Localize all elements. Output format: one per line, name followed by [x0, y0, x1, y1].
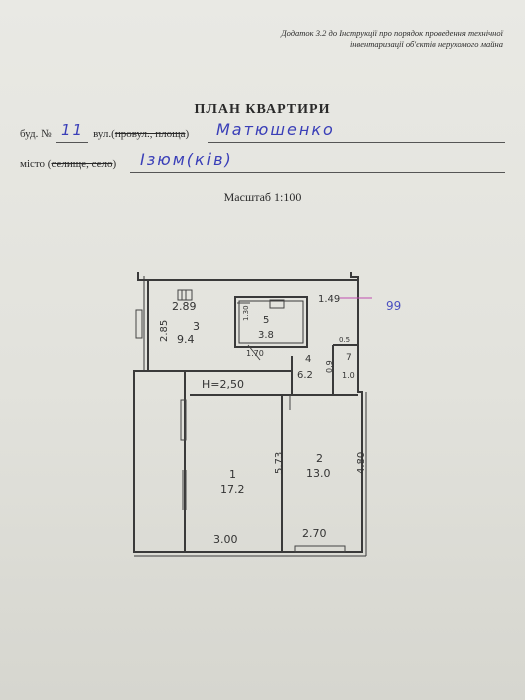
street-label-prefix: вул.( — [93, 128, 115, 140]
dimension-label: 0.5 — [339, 336, 350, 344]
city-label-suffix: ) — [112, 158, 117, 170]
dimension-label: 4.80 — [356, 452, 367, 474]
address-row: буд. № вул.(провул., площа) — [20, 128, 189, 140]
street-label-suffix: ) — [185, 128, 190, 140]
room-number: 5 — [263, 315, 269, 326]
room-area: 3.8 — [258, 330, 274, 341]
window — [177, 289, 193, 301]
door — [247, 344, 261, 361]
bud-label: буд. № — [20, 128, 52, 140]
room-area: 6.2 — [297, 370, 313, 381]
room-number: 4 — [305, 354, 311, 365]
window — [135, 309, 143, 339]
street-value: Матюшенко — [216, 120, 335, 139]
scale-label: Масштаб 1:100 — [223, 190, 302, 204]
dimension-label: 1.49 — [318, 294, 340, 305]
building-number: 11 — [61, 121, 85, 139]
room-number: 3 — [193, 320, 200, 333]
page-title: ПЛАН КВАРТИРИ — [194, 102, 331, 117]
underline — [208, 142, 505, 143]
room-area: 17.2 — [220, 483, 245, 496]
underline — [130, 172, 505, 173]
city-row: місто (селище, село) — [20, 158, 116, 170]
appendix-note: Додаток 3.2 до Інструкції про порядок пр… — [243, 28, 503, 50]
window — [294, 545, 346, 553]
dimension-label: 2.89 — [172, 300, 197, 313]
dimension-label: 2.85 — [159, 320, 170, 342]
window — [180, 399, 187, 441]
room-area: 9.4 — [177, 333, 195, 346]
street-struck-text: провул., площа — [114, 128, 186, 140]
room-number: 2 — [316, 452, 323, 465]
underline — [56, 142, 88, 143]
dimension-label: 0.9 — [325, 360, 334, 373]
room-area: 13.0 — [306, 467, 331, 480]
city-struck-text: селище, село — [51, 158, 113, 170]
room-number: 1 — [229, 468, 236, 481]
dimension-label: 3.00 — [213, 533, 238, 546]
dimension-label: 5.73 — [274, 452, 285, 474]
city-label-prefix: місто ( — [20, 158, 52, 170]
stamp-mark: 99 — [386, 299, 401, 313]
dimension-label: 2.70 — [302, 527, 327, 540]
room-number: 7 — [346, 353, 352, 363]
room-area: 1.0 — [342, 371, 355, 380]
wall — [238, 300, 304, 344]
dimension-label: 1.30 — [242, 305, 250, 321]
fixture — [269, 299, 285, 309]
wall — [234, 296, 308, 348]
height-label: H=2,50 — [202, 378, 244, 391]
appendix-line-1: Додаток 3.2 до Інструкції про порядок пр… — [281, 28, 503, 38]
outer-wall — [133, 272, 363, 553]
appendix-line-2: інвентаризації об'єктів нерухомого майна — [349, 39, 503, 49]
city-value: Ізюм(ків) — [140, 150, 233, 169]
dimension-label: 1.70 — [246, 349, 264, 358]
